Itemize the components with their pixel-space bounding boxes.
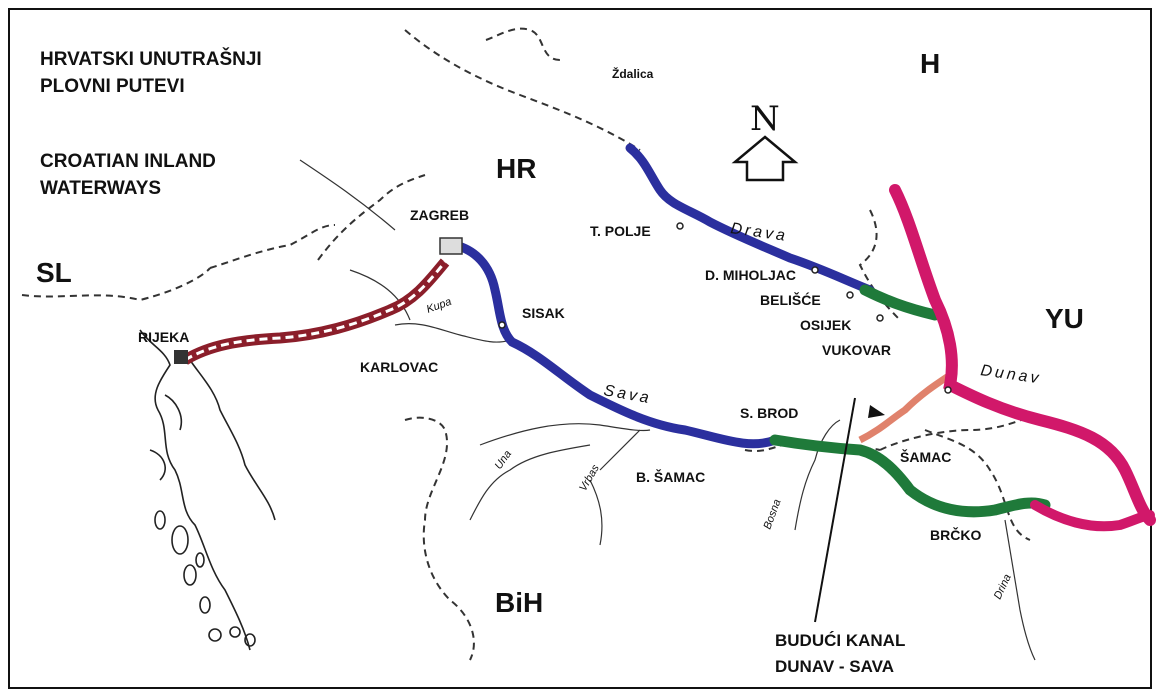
- waterway-rijeka-zagreb: [182, 258, 450, 365]
- country-hungary: H: [920, 48, 940, 79]
- waterway-drava-green: [859, 284, 941, 321]
- city-osijek: OSIJEK: [800, 317, 851, 333]
- country-croatia: HR: [496, 153, 536, 184]
- city-d-miholjac: D. MIHOLJAC: [705, 267, 796, 283]
- city-s-brod: S. BROD: [740, 405, 798, 421]
- coastline: [139, 329, 276, 651]
- waterway-sava-green: [769, 434, 1051, 518]
- city-zagreb: ZAGREB: [410, 207, 469, 223]
- city-sisak: SISAK: [522, 305, 565, 321]
- country-bosnia: BiH: [495, 587, 543, 618]
- planned-canal: [858, 372, 952, 444]
- waterway-sava-blue: [450, 240, 780, 449]
- river-drina: Drina: [992, 572, 1014, 601]
- title-hr-line1: HRVATSKI UNUTRAŠNJI: [40, 48, 262, 70]
- waterway-dunav: [889, 184, 1156, 526]
- river-bosna: Bosna: [762, 498, 784, 531]
- waterway-drava-blue: [625, 143, 875, 295]
- city-b-samac: B. ŠAMAC: [636, 468, 705, 485]
- country-slovenia: SL: [36, 257, 72, 288]
- canal-pointer: [814, 397, 885, 623]
- city-zdalica: Ždalica: [612, 66, 654, 81]
- river-kupa: Kupa: [425, 296, 453, 316]
- city-t-polje: T. POLJE: [590, 223, 651, 239]
- waterway-dunav-branch: [1030, 500, 1155, 532]
- city-rijeka: RIJEKA: [138, 329, 189, 345]
- city-samac: ŠAMAC: [900, 448, 951, 465]
- north-arrow: [731, 135, 799, 182]
- title-en-line1: CROATIAN INLAND: [40, 151, 216, 172]
- city-karlovac: KARLOVAC: [360, 359, 438, 375]
- north-label: N: [750, 99, 780, 139]
- country-yugoslavia: YU: [1045, 303, 1084, 334]
- tributaries: [299, 159, 1036, 661]
- title-hr-line2: PLOVNI PUTEVI: [40, 76, 185, 97]
- river-una: Una: [493, 448, 514, 471]
- zagreb-marker: [439, 237, 463, 255]
- canal-note-line1: BUDUĆI KANAL: [775, 631, 905, 650]
- canal-note-line2: DUNAV - SAVA: [775, 657, 894, 676]
- rijeka-marker: [174, 350, 188, 364]
- city-brcko: BRČKO: [930, 526, 981, 543]
- city-belisce: BELIŠĆE: [760, 291, 821, 308]
- city-dots: [498, 222, 952, 394]
- city-vukovar: VUKOVAR: [822, 342, 891, 358]
- title-en-line2: WATERWAYS: [40, 178, 161, 199]
- river-dunav: Dunav: [979, 362, 1042, 387]
- borders: [21, 27, 1036, 661]
- river-vrbas: Vrbas: [577, 462, 602, 493]
